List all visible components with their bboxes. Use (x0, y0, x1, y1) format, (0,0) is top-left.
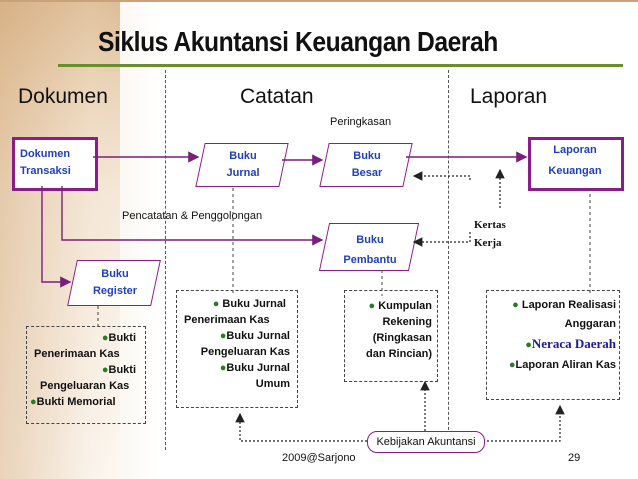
arrow-kertas-pembantu (412, 232, 471, 247)
kertas-kerja-label: Kertas Kerja (474, 216, 506, 252)
separator-right (448, 70, 449, 450)
dokumen-list: ●Bukti Penerimaan Kas ●Bukti Pengeluaran… (30, 330, 142, 410)
kertas-kerja-line1: Kertas (474, 219, 506, 231)
buku-jurnal-label: Buku Jurnal (206, 148, 280, 182)
buku-register-line2: Register (92, 285, 138, 297)
kertas-kerja-line2: Kerja (474, 237, 502, 249)
page-number: 29 (568, 452, 581, 464)
jurnal-list-item: Umum (255, 378, 290, 390)
dokumen-list-box (26, 326, 146, 424)
besar-list-box (344, 290, 438, 382)
laporan-list-box (486, 290, 620, 400)
peringkasan-label: Peringkasan (330, 116, 392, 128)
buku-jurnal-line1: Buku (229, 150, 257, 162)
laporan-list-item: ●Laporan Aliran Kas (508, 359, 616, 371)
jurnal-list: ● Buku Jurnal Penerimaan Kas ●Buku Jurna… (180, 296, 294, 392)
laporan-list-item: ●Neraca Daerah (525, 336, 616, 351)
buku-register-label: Buku Register (76, 266, 154, 300)
dokumen-transaksi-line1: Dokumen (20, 148, 71, 160)
column-catatan: Catatan (240, 85, 314, 108)
laporan-keuangan-box (528, 137, 624, 191)
footer-credit: 2009@Sarjono (282, 452, 356, 464)
buku-pembantu-line2: Pembantu (343, 254, 397, 266)
kebijakan-akuntansi-box: Kebijakan Akuntansi (367, 431, 485, 453)
dokumen-list-item: ●Bukti Memorial (30, 396, 116, 408)
laporan-keuangan-label: Laporan Keuangan (530, 140, 620, 182)
dokumen-list-item: Pengeluaran Kas (40, 380, 130, 392)
buku-besar-line2: Besar (351, 167, 383, 179)
besar-list-item: dan Rincian) (365, 348, 432, 360)
jurnal-list-box (176, 290, 298, 408)
laporan-list: ● Laporan Realisasi Anggaran ●Neraca Dae… (488, 296, 616, 375)
jurnal-list-item: ●Buku Jurnal (219, 362, 290, 374)
laporan-list-item: Anggaran (564, 318, 616, 330)
buku-register-line1: Buku (101, 268, 129, 280)
pencatatan-label: Pencatatan & Penggolongan (122, 210, 263, 222)
buku-besar-label: Buku Besar (330, 148, 404, 182)
arrow-dokumen-register (41, 186, 72, 288)
besar-list-item: ● Kumpulan (368, 300, 433, 312)
buku-besar-line1: Buku (353, 150, 381, 162)
column-laporan: Laporan (470, 85, 548, 108)
dokumen-transaksi-line2: Transaksi (20, 165, 71, 177)
jurnal-list-item: Penerimaan Kas (184, 314, 270, 326)
buku-pembantu-line1: Buku (356, 234, 384, 246)
arrow-kertas-besar (412, 171, 471, 181)
arrow-kebijakan-laporan (483, 404, 565, 442)
arrow-kebijakan-jurnal (235, 412, 367, 442)
laporan-keuangan-line1: Laporan (553, 144, 597, 156)
besar-list: ● Kumpulan Rekening (Ringkasan dan Rinci… (346, 298, 432, 362)
besar-list-item: (Ringkasan (372, 332, 432, 344)
buku-jurnal-line2: Jurnal (226, 167, 260, 179)
jurnal-list-item: Pengeluaran Kas (200, 346, 290, 358)
dokumen-list-item: Penerimaan Kas (34, 348, 120, 360)
jurnal-list-item: ●Buku Jurnal (219, 330, 290, 342)
dokumen-list-item: ●Bukti (101, 332, 136, 344)
arrow-dokumen-pembantu (61, 186, 324, 246)
laporan-list-item: ● Laporan Realisasi (512, 299, 616, 311)
dokumen-transaksi-box (12, 137, 98, 191)
dokumen-list-item: ●Bukti (101, 364, 136, 376)
besar-list-item: Rekening (382, 316, 432, 328)
title-underline (58, 64, 623, 67)
jurnal-list-item: ● Buku Jurnal (212, 298, 286, 310)
top-bar (0, 0, 638, 2)
slide-title: Siklus Akuntansi Keuangan Daerah (98, 26, 498, 57)
dokumen-transaksi-label: Dokumen Transaksi (20, 146, 71, 180)
separator-left (165, 70, 166, 450)
buku-pembantu-label: Buku Pembantu (328, 230, 412, 270)
column-dokumen: Dokumen (18, 85, 108, 108)
laporan-keuangan-line2: Keuangan (548, 165, 602, 177)
